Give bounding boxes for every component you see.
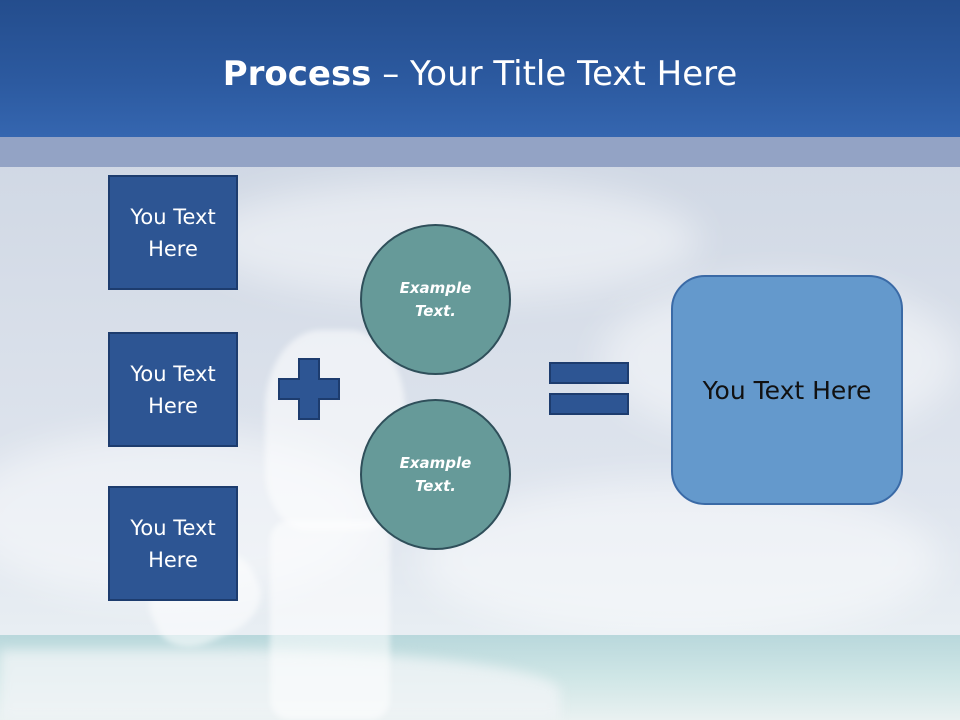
circle-line: Example: [399, 278, 472, 297]
slide-title: Process – Your Title Text Here: [0, 52, 960, 96]
text-box-line: You Text: [130, 204, 216, 229]
title-underband: [0, 137, 960, 167]
title-bold: Process: [222, 54, 372, 94]
text-box: You Text Here: [108, 175, 238, 290]
text-box: You Text Here: [108, 332, 238, 447]
text-box-line: Here: [148, 393, 198, 418]
title-bar: [0, 0, 960, 137]
text-box-line: You Text: [130, 515, 216, 540]
example-circle: Example Text.: [360, 399, 511, 550]
circle-line: Text.: [414, 476, 456, 495]
text-box-line: You Text: [130, 361, 216, 386]
circle-line: Example: [399, 453, 472, 472]
result-text: You Text Here: [702, 375, 872, 405]
text-box: You Text Here: [108, 486, 238, 601]
example-circle: Example Text.: [360, 224, 511, 375]
text-box-line: Here: [148, 236, 198, 261]
title-rest: – Your Title Text Here: [371, 54, 738, 94]
plus-icon: [278, 358, 340, 420]
text-box-line: Here: [148, 547, 198, 572]
equals-icon: [549, 362, 629, 415]
background-figure: [270, 520, 390, 720]
circle-line: Text.: [414, 301, 456, 320]
result-box: You Text Here: [671, 275, 903, 505]
background-cloud: [420, 480, 940, 640]
